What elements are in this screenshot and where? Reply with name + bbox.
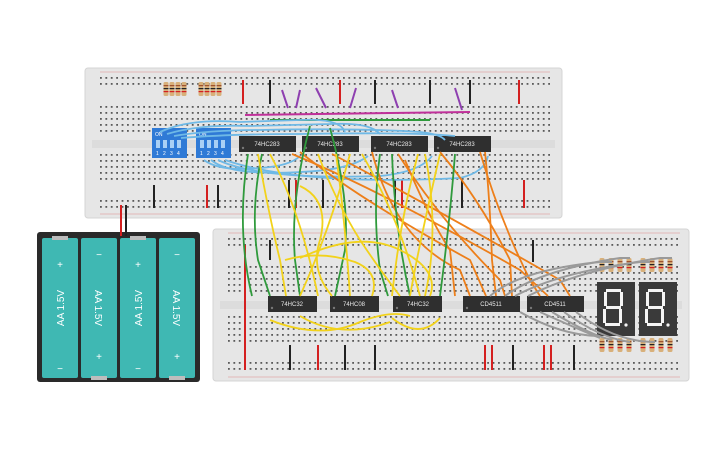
chip-l5-label: CD4511 [544,302,566,308]
gray-wires [489,257,672,343]
seven-segment-display-1 [597,282,635,336]
chip-u2: 74HC283 [302,136,359,152]
seven-segment-display-2 [639,282,677,336]
dip-switch-1-num-2: 2 [163,151,166,157]
chip-u1: 74HC283 [239,136,296,152]
chip-l3: 74HC32 [393,296,442,312]
chip-l4-label: CD4511 [480,302,502,308]
battery-cell-4-minus: − [174,250,180,261]
dip-switch-2-on-label: ON [199,132,207,138]
chip-l3-label: 74HC32 [407,302,430,308]
chip-l5: CD4511 [527,296,584,312]
battery-cell-4-label: AA 1.5V [170,290,181,326]
battery-cell-2-label: AA 1.5V [92,290,103,326]
battery-cell-2-plus: + [96,352,102,363]
battery-cell-2: − AA 1.5V + [81,238,117,380]
dip-switch-2-num-2: 2 [207,151,210,157]
chip-l2-label: 74HC08 [343,302,366,308]
battery-cell-3-label: AA 1.5V [134,290,145,326]
chip-l2: 74HC08 [330,296,379,312]
dip-switch-1-num-1: 1 [156,151,159,157]
battery-cell-3-minus: − [135,364,141,375]
dip-switch-1-on-label: ON [155,132,163,138]
chip-l4: CD4511 [463,296,520,312]
dip-switch-2-num-3: 3 [214,151,217,157]
battery-cell-3: + AA 1.5V − [120,236,156,378]
battery-cells: + AA 1.5V − − AA 1.5V + + AA 1.5V − − AA… [42,236,195,380]
upper-resistors [163,82,222,96]
chip-u4-label: 74HC283 [449,142,475,148]
chip-u2-label: 74HC283 [317,142,343,148]
chip-u3: 74HC283 [371,136,428,152]
dip-switch-2-num-1: 1 [200,151,203,157]
chip-u3-label: 74HC283 [386,142,412,148]
battery-cell-1-minus: − [57,364,63,375]
battery-cell-4: − AA 1.5V + [159,238,195,380]
battery-cell-1: + AA 1.5V − [42,236,78,378]
chip-u1-label: 74HC283 [254,142,280,148]
chip-l1: 74HC32 [268,296,317,312]
dip-switch-1-num-4: 4 [177,151,180,157]
lower-power-jumpers [244,240,575,370]
battery-cell-3-plus: + [135,260,141,271]
battery-cell-1-plus: + [57,260,63,271]
dip-switch-2-num-4: 4 [221,151,224,157]
battery-cell-4-plus: + [174,352,180,363]
battery-cell-2-minus: − [96,250,102,261]
battery-cell-1-label: AA 1.5V [56,290,67,326]
chip-l1-label: 74HC32 [281,302,304,308]
chip-u4: 74HC283 [434,136,491,152]
yellow-wires [257,153,441,332]
upper-blue-wires [159,118,489,181]
dip-switch-1-num-3: 3 [170,151,173,157]
